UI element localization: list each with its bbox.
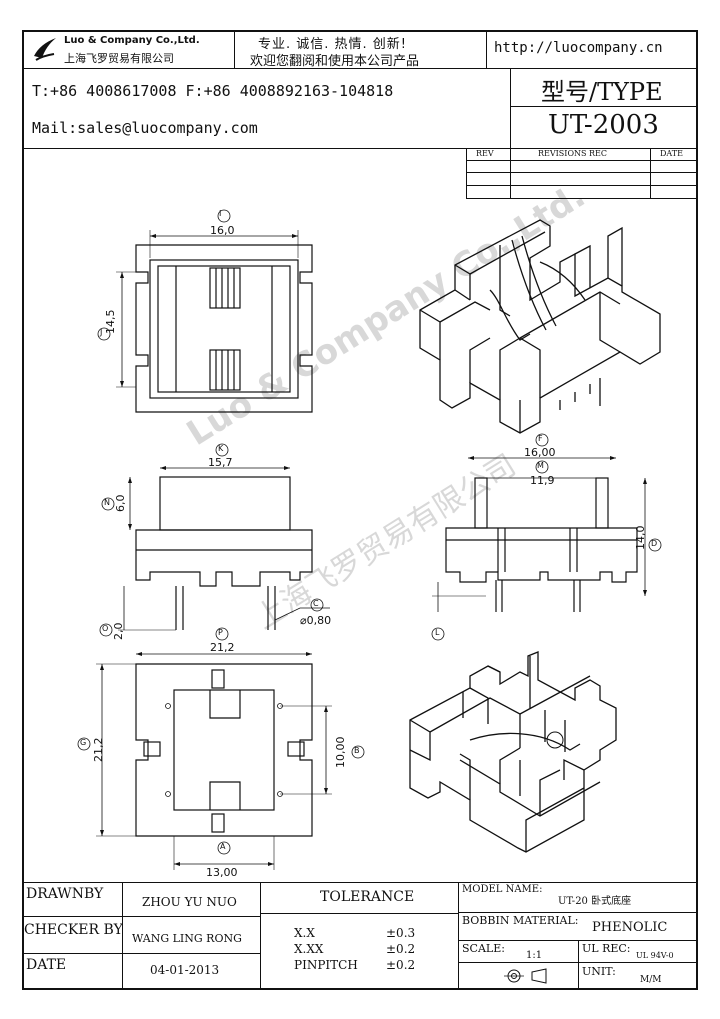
isometric-view-bottom <box>409 651 617 853</box>
dim-I-value: 16,0 <box>210 224 235 237</box>
drawnby-label: DRAWNBY <box>26 886 104 902</box>
dim-F-value: 16,00 <box>524 446 556 459</box>
rev-header-rev: REV <box>476 149 494 158</box>
rev-col-line <box>510 148 511 198</box>
ulrec-value: UL 94V-0 <box>636 951 674 960</box>
phone-fax: T:+86 4008617008 F:+86 4008892163-104818 <box>32 82 394 100</box>
dim-G-marker: G <box>80 738 87 747</box>
mail-address: Mail:sales@luocompany.com <box>32 119 258 137</box>
slogan-line2: 欢迎您翻阅和使用本公司产品 <box>250 54 420 69</box>
dim-M-marker: M <box>537 461 544 470</box>
date-label: DATE <box>26 957 67 973</box>
bobbin-value: PHENOLIC <box>592 920 668 935</box>
drawing-frame <box>22 30 698 990</box>
side-view <box>431 433 662 641</box>
isometric-view-top <box>419 219 661 434</box>
footer-divider <box>122 882 123 990</box>
dim-I-marker: I <box>219 209 222 218</box>
header-divider <box>510 68 511 148</box>
dim-B-value: 10,00 <box>334 736 347 769</box>
footer-divider <box>260 882 261 990</box>
dim-F-marker: F <box>538 434 543 443</box>
scale-label: SCALE: <box>462 942 505 955</box>
header-divider <box>486 30 487 68</box>
dim-D-marker: D <box>651 539 658 548</box>
header-divider <box>510 106 698 107</box>
footer-divider <box>458 882 459 990</box>
header-divider <box>234 30 235 68</box>
dim-K-value: 15,7 <box>208 456 233 469</box>
tol-key-3: PINPITCH <box>294 958 358 972</box>
dim-O-value: 2,0 <box>112 622 125 641</box>
dim-G-value: 21,2 <box>92 737 105 763</box>
dim-N-value: 6,0 <box>114 494 127 513</box>
scale-value: 1:1 <box>526 950 543 961</box>
header-divider <box>22 68 698 69</box>
model-value: UT-20 卧式底座 <box>558 896 632 907</box>
dim-N-marker: N <box>104 498 110 507</box>
unit-label: UNIT: <box>582 965 616 978</box>
projection-symbol-icon <box>504 968 547 984</box>
model-label: MODEL NAME: <box>462 884 543 895</box>
dim-L-marker: L <box>435 628 440 637</box>
tol-key-2: X.XX <box>294 942 324 956</box>
tol-val-1: ±0.3 <box>386 926 416 940</box>
company-name: Luo & Company Co.,Ltd. <box>64 35 200 46</box>
dim-J-marker: J <box>100 328 103 337</box>
dim-A-value: 13,00 <box>206 866 238 879</box>
checker-label: CHECKER BY <box>24 922 123 938</box>
type-label: 型号/TYPE <box>541 78 663 106</box>
dim-A-marker: A <box>220 842 226 851</box>
website-link[interactable]: http://luocompany.cn <box>494 40 663 56</box>
tol-val-3: ±0.2 <box>386 958 416 972</box>
dim-P-marker: P <box>218 628 223 637</box>
tolerance-label: TOLERANCE <box>320 889 415 905</box>
dim-C-marker: C <box>313 599 319 608</box>
checker-value: WANG LING RONG <box>132 932 242 945</box>
dim-M-value: 11,9 <box>530 474 555 487</box>
dim-P-value: 21,2 <box>210 641 235 654</box>
header-divider <box>22 148 698 149</box>
dim-O-marker: O <box>102 624 109 633</box>
bottom-view <box>77 627 365 870</box>
rev-header-date: DATE <box>660 149 683 158</box>
ulrec-label: UL REC: <box>582 942 631 955</box>
drawnby-value: ZHOU YU NUO <box>142 895 237 909</box>
company-logo-icon <box>34 38 56 61</box>
rev-row-line <box>466 172 698 173</box>
top-view <box>97 209 313 413</box>
footer-divider <box>22 916 260 917</box>
rev-header-rec: REVISIONS REC <box>538 149 608 158</box>
bobbin-label: BOBBIN MATERIAL: <box>462 914 579 927</box>
dim-C-value: ⌀0,80 <box>300 614 332 627</box>
tol-key-1: X.X <box>294 926 315 940</box>
dim-J-value: 14,5 <box>104 309 117 335</box>
type-value: UT-2003 <box>548 110 659 140</box>
revisions-table <box>466 148 698 198</box>
footer-divider <box>22 882 698 883</box>
date-value: 04-01-2013 <box>150 963 220 977</box>
rev-col-line <box>650 148 651 198</box>
unit-value: M/M <box>640 975 662 985</box>
dim-B-marker: B <box>354 746 360 755</box>
footer-divider <box>578 940 579 990</box>
footer-divider <box>260 913 458 914</box>
slogan-line1: 专业. 诚信. 热情. 创新! <box>258 37 408 52</box>
rev-row-line <box>466 185 698 186</box>
footer-divider <box>22 953 260 954</box>
footer-divider <box>458 912 698 913</box>
rev-row-line <box>466 160 698 161</box>
dim-K-marker: K <box>218 444 224 453</box>
dim-D-value: 14,0 <box>634 525 647 551</box>
front-view <box>99 443 330 637</box>
company-name-cn: 上海飞罗贸易有限公司 <box>64 52 174 65</box>
tol-val-2: ±0.2 <box>386 942 416 956</box>
rev-row-line <box>466 198 698 199</box>
